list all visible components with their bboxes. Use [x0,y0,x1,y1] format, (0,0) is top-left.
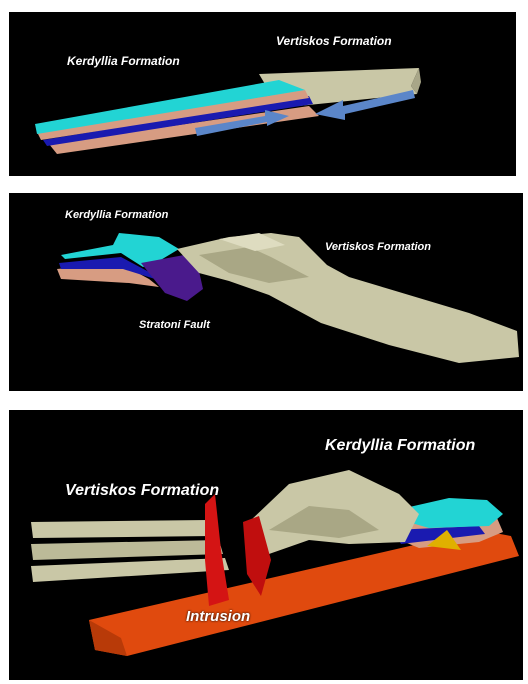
vertiskos-label: Vertiskos Formation [276,34,392,48]
panel-1-compression: Kerdyllia Formation Vertiskos Formation [9,12,516,176]
intrusion-dike [205,494,229,606]
kerdyllia-label: Kerdyllia Formation [65,209,168,221]
vertiskos-sheet [31,540,223,560]
panel-1-diagram [9,12,516,176]
vertiskos-label: Vertiskos Formation [325,241,431,253]
vertiskos-sheet [31,520,213,538]
panel-2-diagram [9,193,523,391]
kerdyllia-label: Kerdyllia Formation [325,437,475,455]
vertiskos-label: Vertiskos Formation [65,482,219,500]
kerdyllia-label: Kerdyllia Formation [67,54,180,68]
panel-3-intrusion: Kerdyllia Formation Vertiskos Formation … [9,410,523,680]
vertiskos-sheet [31,558,229,582]
panel-2-faulting: Kerdyllia Formation Vertiskos Formation … [9,193,523,391]
stratoni-fault-label: Stratoni Fault [139,319,210,331]
intrusion-label: Intrusion [186,608,250,625]
